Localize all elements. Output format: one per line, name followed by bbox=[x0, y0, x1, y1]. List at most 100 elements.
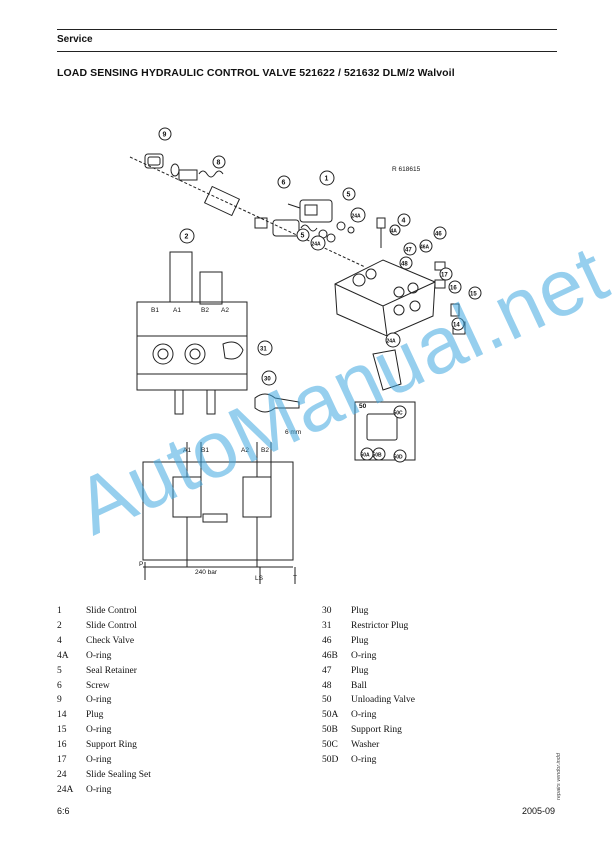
part-number: 50D bbox=[322, 755, 339, 766]
callout-5b: 5 bbox=[301, 233, 305, 240]
callout-14: 14 bbox=[453, 323, 460, 329]
callout-50a: 50A bbox=[361, 453, 371, 459]
section-heading: Service bbox=[57, 34, 93, 45]
part-row: 9 O-ring bbox=[57, 693, 196, 708]
part-description: Slide Control bbox=[86, 620, 137, 631]
part-description: Unloading Valve bbox=[351, 695, 415, 706]
callout-46: 46 bbox=[435, 232, 442, 238]
part-description: Plug bbox=[351, 635, 369, 646]
part-row: 6 Screw bbox=[57, 679, 196, 694]
callout-2: 2 bbox=[185, 234, 189, 241]
figure-ref: R 618615 bbox=[392, 166, 421, 173]
part-number: 6 bbox=[57, 680, 62, 691]
part-description: Ball bbox=[351, 680, 367, 691]
part-number: 24 bbox=[57, 769, 67, 780]
part-row: 46B O-ring bbox=[322, 649, 461, 664]
part-number: 17 bbox=[57, 755, 67, 766]
callout-15: 15 bbox=[470, 292, 477, 298]
schematic-port-b2: B2 bbox=[261, 447, 269, 454]
callout-47: 47 bbox=[405, 248, 412, 254]
part-number: 9 bbox=[57, 695, 62, 706]
part-description: O-ring bbox=[86, 725, 112, 736]
callout-24a: 24A bbox=[352, 214, 362, 220]
exploded-view-diagram: 9 8 2 6 1 5 24A 4 4A 5 24A 47 46A 46 48 … bbox=[129, 127, 482, 584]
part-number: 50 bbox=[322, 695, 332, 706]
callout-50d: 50D bbox=[394, 455, 404, 461]
part-row: 30 Plug bbox=[322, 604, 461, 619]
part-description: O-ring bbox=[86, 695, 112, 706]
port-label-a1: A1 bbox=[173, 307, 181, 314]
callout-31: 31 bbox=[260, 347, 267, 353]
part-row: 24A O-ring bbox=[57, 783, 196, 798]
part-description: O-ring bbox=[86, 784, 112, 795]
part-description: Screw bbox=[86, 680, 110, 691]
gauge-label: 6 mm bbox=[285, 429, 301, 436]
part-number: 14 bbox=[57, 710, 67, 721]
part-number: 50A bbox=[322, 710, 339, 721]
part-row: 4A O-ring bbox=[57, 649, 196, 664]
part-number: 4A bbox=[57, 650, 69, 661]
part-description: O-ring bbox=[351, 650, 377, 661]
part-number: 30 bbox=[322, 606, 332, 616]
part-number: 24A bbox=[57, 784, 74, 795]
part-row: 50B Support Ring bbox=[322, 723, 461, 738]
part-description: Slide Control bbox=[86, 606, 137, 616]
callout-4: 4 bbox=[402, 218, 406, 225]
margin-note: repairs vendor.indd bbox=[556, 753, 562, 800]
part-row: 48 Ball bbox=[322, 679, 461, 694]
part-description: Plug bbox=[351, 665, 369, 676]
part-description: Plug bbox=[351, 606, 369, 616]
revision-date: 2005-09 bbox=[522, 806, 556, 816]
part-row: 5 Seal Retainer bbox=[57, 664, 196, 679]
callout-24a-c: 24A bbox=[387, 339, 397, 345]
part-number: 4 bbox=[57, 635, 62, 646]
part-description: Plug bbox=[86, 710, 104, 721]
schematic-port-a1: A1 bbox=[183, 447, 191, 454]
callout-50: 50 bbox=[359, 403, 367, 410]
callout-1: 1 bbox=[325, 176, 329, 183]
part-number: 16 bbox=[57, 740, 67, 751]
part-row: 24 Slide Sealing Set bbox=[57, 768, 196, 783]
header-rule-bottom bbox=[57, 51, 557, 52]
port-label-b1: B1 bbox=[151, 307, 159, 314]
part-description: O-ring bbox=[86, 755, 112, 766]
part-number: 47 bbox=[322, 665, 332, 676]
callout-48: 48 bbox=[401, 262, 408, 268]
callout-50c: 50C bbox=[394, 411, 404, 417]
callout-50b: 50B bbox=[373, 453, 383, 459]
schematic-port-b1: B1 bbox=[201, 447, 209, 454]
port-label-b2: B2 bbox=[201, 307, 209, 314]
part-description: Slide Sealing Set bbox=[86, 769, 151, 780]
part-number: 48 bbox=[322, 680, 332, 691]
callout-16: 16 bbox=[450, 286, 457, 292]
callout-17: 17 bbox=[441, 273, 448, 279]
part-row: 50 Unloading Valve bbox=[322, 693, 461, 708]
part-number: 46B bbox=[322, 650, 338, 661]
part-row: 14 Plug bbox=[57, 708, 196, 723]
part-description: O-ring bbox=[86, 650, 112, 661]
part-description: Washer bbox=[351, 740, 380, 751]
port-label-a2: A2 bbox=[221, 307, 229, 314]
callout-9: 9 bbox=[163, 132, 167, 139]
part-description: Seal Retainer bbox=[86, 665, 137, 676]
part-row: 17 O-ring bbox=[57, 753, 196, 768]
part-number: 50B bbox=[322, 725, 338, 736]
schematic-port-ls: LS bbox=[255, 575, 264, 582]
pressure-label: 240 bar bbox=[195, 569, 218, 576]
callout-8: 8 bbox=[217, 160, 221, 167]
callout-46a: 46A bbox=[420, 245, 430, 251]
schematic-port-t: T bbox=[293, 575, 297, 582]
part-description: Support Ring bbox=[351, 725, 402, 736]
part-number: 5 bbox=[57, 665, 62, 676]
part-description: Support Ring bbox=[86, 740, 137, 751]
page-title: LOAD SENSING HYDRAULIC CONTROL VALVE 521… bbox=[57, 67, 455, 79]
header-rule-top bbox=[57, 29, 557, 30]
